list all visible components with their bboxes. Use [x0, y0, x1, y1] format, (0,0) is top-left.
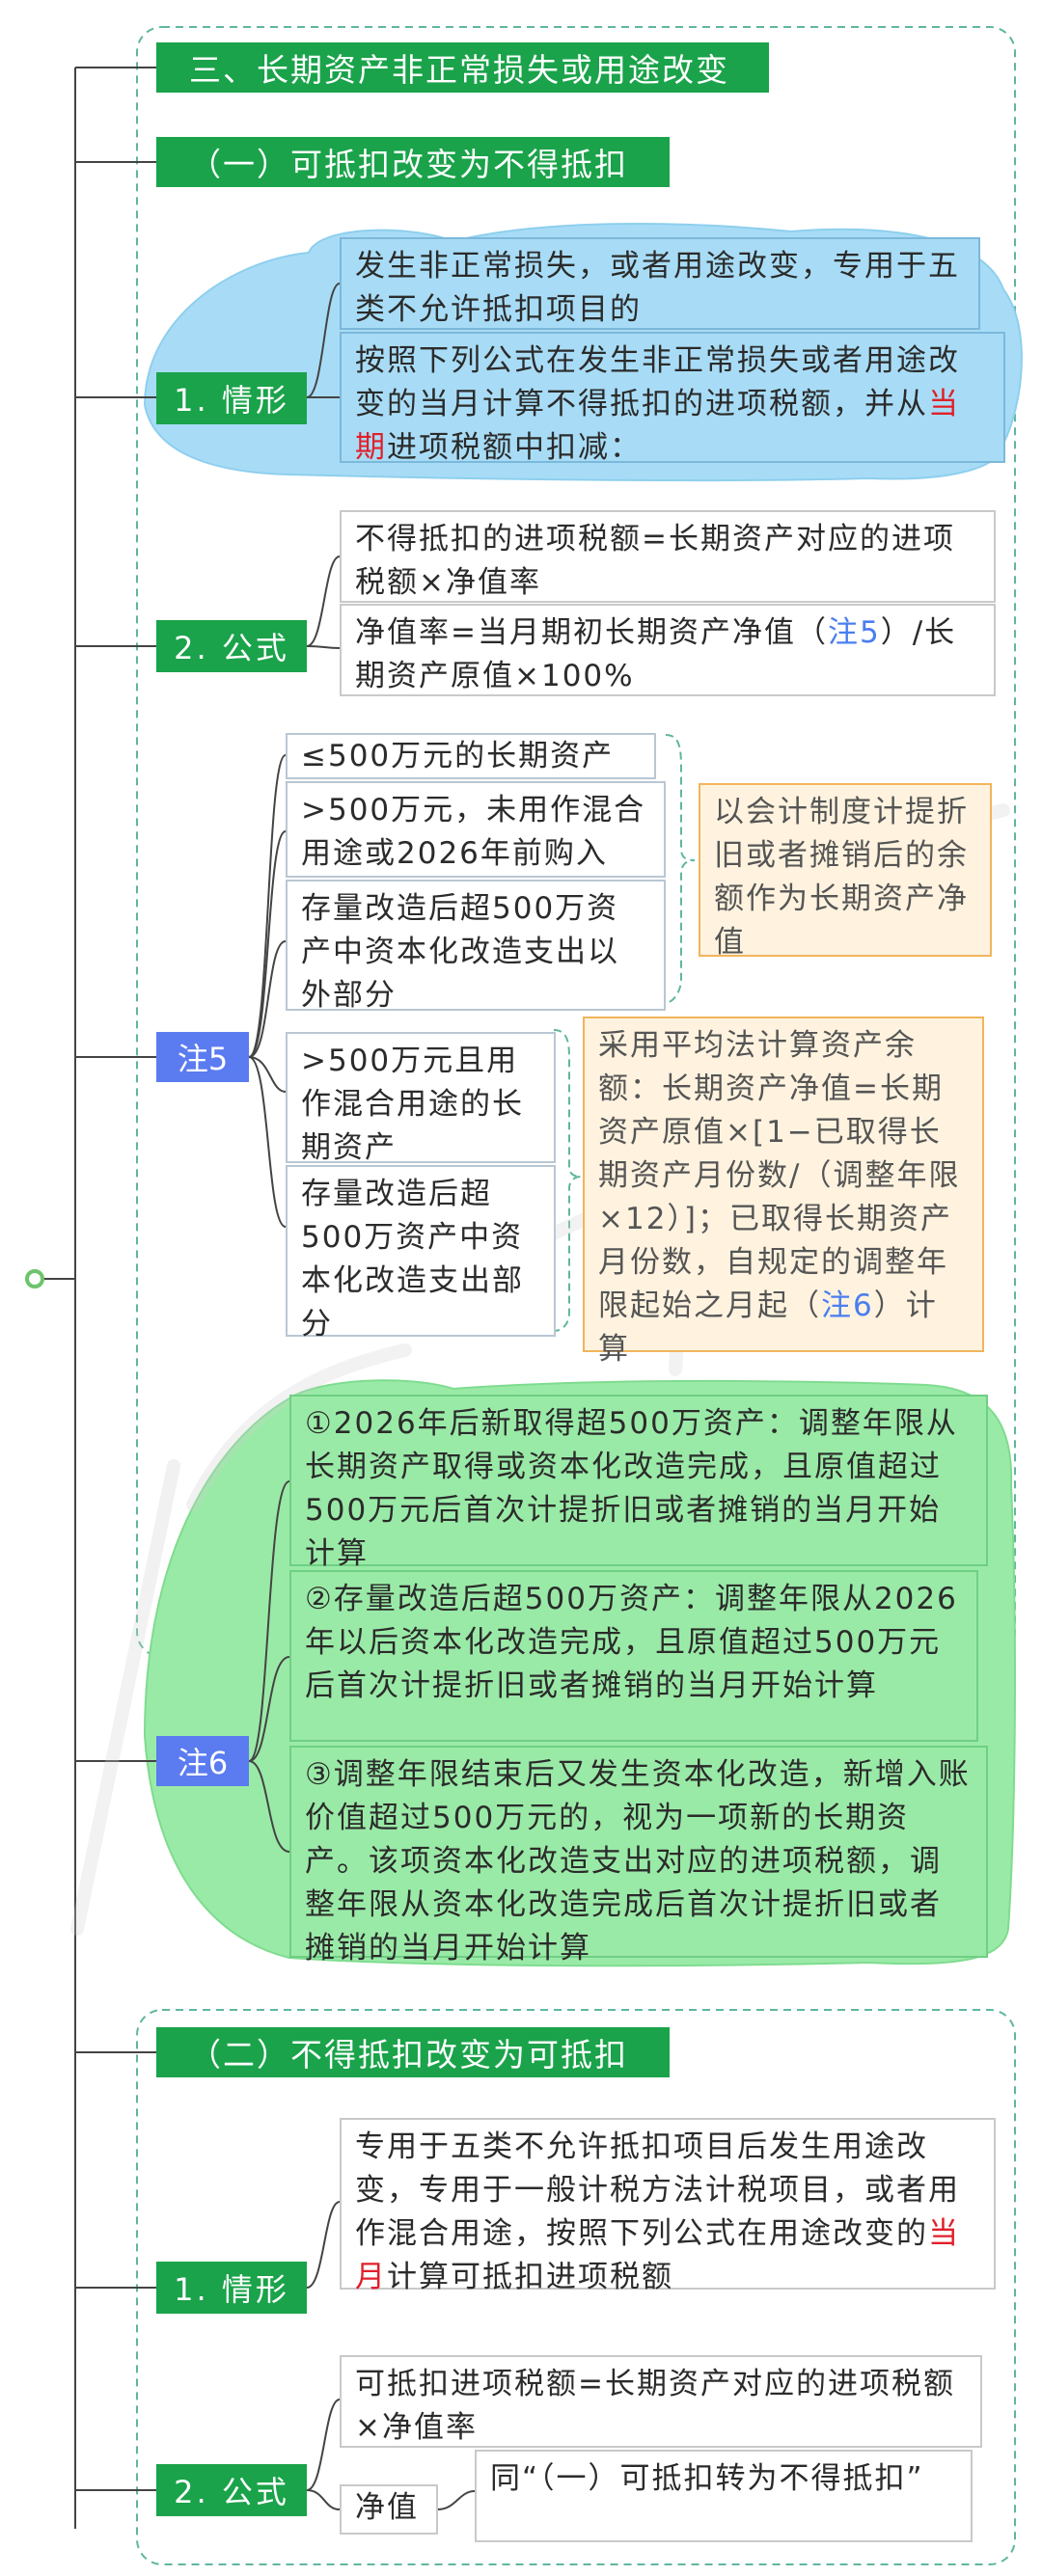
note5-ref-link[interactable]: 注5	[827, 615, 881, 650]
subsection-title-1: （一）可抵扣改变为不得抵扣	[156, 137, 670, 187]
highlight-current-period: 当期	[355, 387, 960, 465]
subsection-title-2: （二）不得抵扣改变为可抵扣	[156, 2027, 670, 2077]
bracket-a	[665, 734, 696, 1004]
formula-text-1: 不得抵扣的进项税额=长期资产对应的进项税额×净值率	[340, 510, 996, 603]
net-value-text: 同“（一）可抵扣转为不得抵扣”	[475, 2450, 973, 2542]
note5-item-a2: >500万元，未用作混合用途或2026年前购入	[286, 781, 666, 878]
note6-label: 注6	[156, 1736, 249, 1786]
net-value-label: 净值	[340, 2484, 438, 2535]
situation-text-1: 发生非正常损失，或者用途改变，专用于五类不允许抵扣项目的	[340, 237, 980, 330]
situation-text-2: 按照下列公式在发生非正常损失或者用途改变的当月计算不得抵扣的进项税额，并从当期进…	[340, 332, 1005, 465]
note6-item-1: ①2026年后新取得超500万资产：调整年限从长期资产取得或资本化改造完成，且原…	[289, 1395, 988, 1571]
highlight-current-month: 当月	[355, 2216, 960, 2294]
note6-item-2: ②存量改造后超500万资产：调整年限从2026年以后资本化改造完成，且原值超过5…	[289, 1570, 978, 1742]
note5-item-a3: 存量改造后超500万资产中资本化改造支出以外部分	[286, 880, 666, 1013]
situation-label-2: 1. 情形	[156, 2262, 307, 2314]
formula-label-2: 2. 公式	[156, 2464, 307, 2516]
note5-item-b1: >500万元且用作混合用途的长期资产	[286, 1032, 556, 1165]
formula-label-1: 2. 公式	[156, 620, 307, 672]
note5-item-b2: 存量改造后超500万资产中资本化改造支出部分	[286, 1165, 556, 1342]
note5-result-a: 以会计制度计提折旧或者摊销后的余额作为长期资产净值	[699, 783, 992, 960]
note6-ref-link[interactable]: 注6	[821, 1288, 874, 1323]
note5-label: 注5	[156, 1032, 249, 1082]
section-title: 三、长期资产非正常损失或用途改变	[156, 42, 769, 93]
note6-item-3: ③调整年限结束后又发生资本化改造，新增入账价值超过500万元的，视为一项新的长期…	[289, 1746, 988, 1966]
bracket-b	[553, 1029, 582, 1332]
formula-text-sub2: 可抵扣进项税额=长期资产对应的进项税额×净值率	[340, 2355, 982, 2448]
situation-label-1: 1. 情形	[156, 372, 307, 424]
note5-item-a1: ≤500万元的长期资产	[286, 733, 656, 779]
root-node-icon	[25, 1269, 44, 1288]
situation-text-sub2: 专用于五类不允许抵扣项目后发生用途改变，专用于一般计税方法计税项目，或者用作混合…	[340, 2118, 996, 2294]
formula-text-2: 净值率=当月期初长期资产净值（注5）/长期资产原值×100%	[340, 604, 996, 696]
note5-result-b: 采用平均法计算资产余额：长期资产净值=长期资产原值×[1−已取得长期资产月份数/…	[583, 1017, 984, 1367]
